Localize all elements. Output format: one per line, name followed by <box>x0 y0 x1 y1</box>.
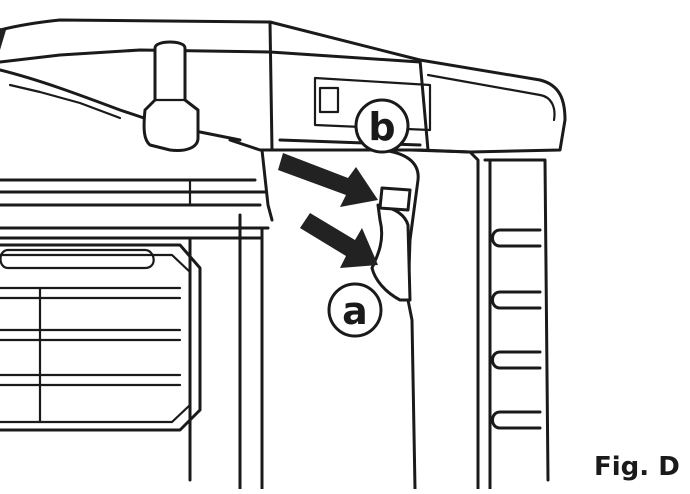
callout-a-label: a <box>342 289 368 333</box>
grip-slots <box>491 228 542 430</box>
arrow-b <box>278 153 378 207</box>
callout-a: a <box>327 282 383 338</box>
partial-edge <box>0 28 6 50</box>
figure-label: Fig. D <box>594 452 680 482</box>
arrow-a <box>300 213 378 268</box>
knob <box>142 40 200 152</box>
lock-button <box>378 186 412 212</box>
body-left <box>0 178 270 491</box>
top-housing <box>0 18 567 194</box>
callout-b: b <box>354 98 410 154</box>
vent-grille <box>0 243 202 432</box>
trigger <box>370 203 412 302</box>
top-slot <box>313 76 432 132</box>
callout-b-label: b <box>368 105 395 149</box>
